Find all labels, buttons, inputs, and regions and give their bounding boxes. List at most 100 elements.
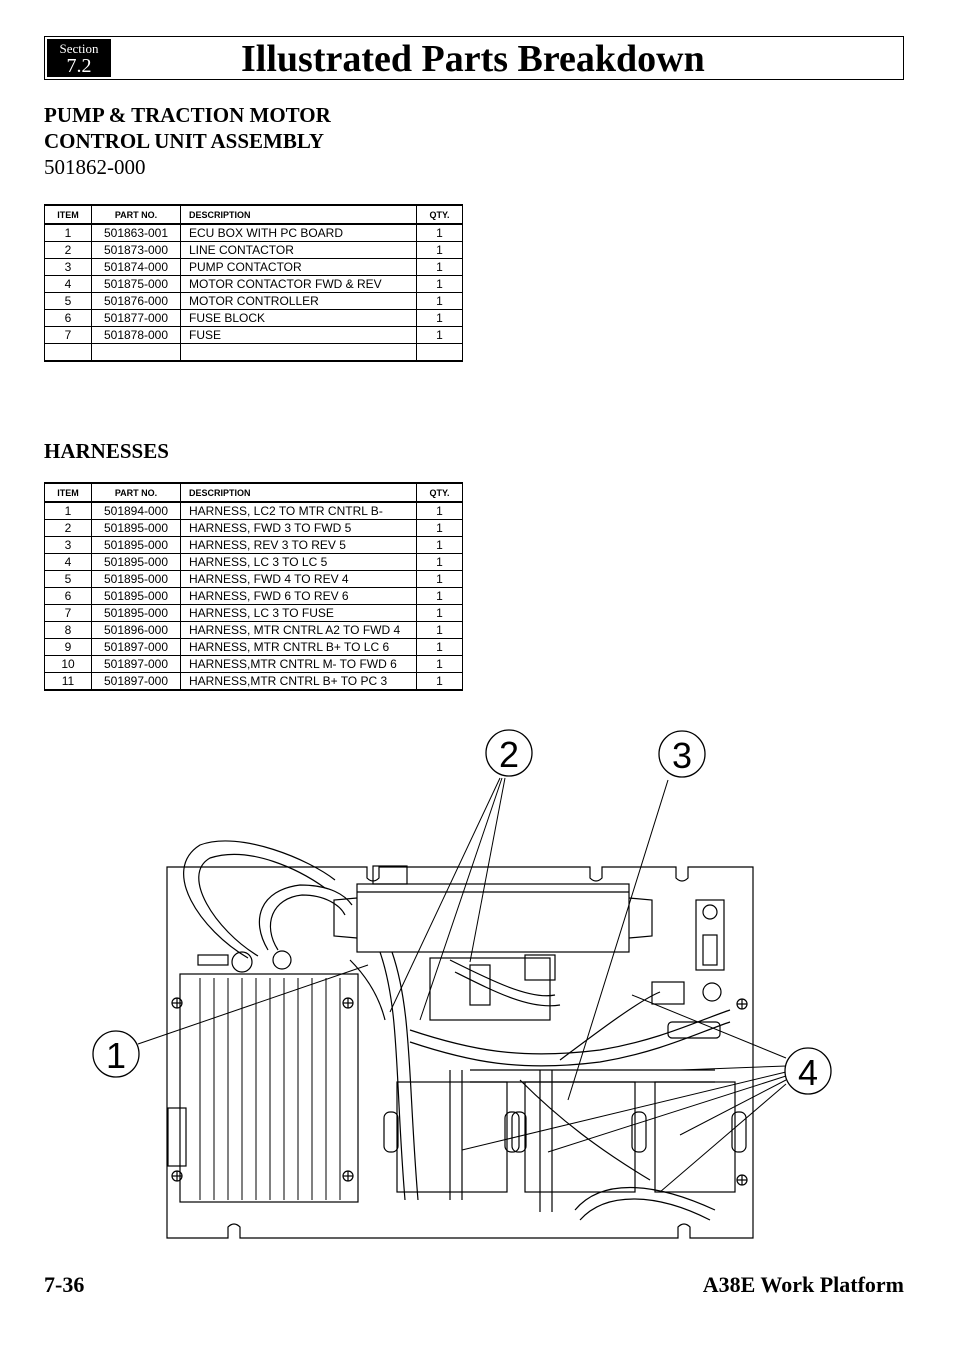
controller-tab <box>167 1107 187 1167</box>
row-part-no: 501896-000 <box>91 621 181 639</box>
row-item: 7 <box>44 326 92 344</box>
row-description: HARNESS, REV 3 TO REV 5 <box>180 536 417 554</box>
row-part-no: 501897-000 <box>91 672 181 691</box>
row-item: 2 <box>44 241 92 259</box>
row-qty: 1 <box>416 224 463 242</box>
row-part-no: 501877-000 <box>91 309 181 327</box>
assembly-part-number: 501862-000 <box>44 155 146 179</box>
fuse-block <box>695 899 725 971</box>
callout-1-label: 1 <box>106 1035 126 1076</box>
empty-cell <box>180 343 417 362</box>
col-item: ITEM <box>44 482 92 503</box>
row-description: MOTOR CONTROLLER <box>180 292 417 310</box>
row-qty: 1 <box>416 604 463 622</box>
row-qty: 1 <box>416 587 463 605</box>
row-item: 3 <box>44 258 92 276</box>
col-item: ITEM <box>44 204 92 225</box>
page-number: 7-36 <box>44 1272 85 1297</box>
row-qty: 1 <box>416 275 463 293</box>
row-qty: 1 <box>416 655 463 673</box>
table-header-row: ITEM PART NO. DESCRIPTION QTY. <box>44 482 463 503</box>
row-qty: 1 <box>416 536 463 554</box>
row-item: 1 <box>44 502 92 520</box>
row-description: LINE CONTACTOR <box>180 241 417 259</box>
row-description: FUSE <box>180 326 417 344</box>
row-description: HARNESS, FWD 3 TO FWD 5 <box>180 519 417 537</box>
assembly-heading: PUMP & TRACTION MOTOR CONTROL UNIT ASSEM… <box>44 102 331 154</box>
col-description: DESCRIPTION <box>180 482 417 503</box>
col-description: DESCRIPTION <box>180 204 417 225</box>
page-header: Section 7.2 Illustrated Parts Breakdown <box>44 36 904 80</box>
row-qty: 1 <box>416 638 463 656</box>
row-part-no: 501874-000 <box>91 258 181 276</box>
row-part-no: 501895-000 <box>91 553 181 571</box>
row-part-no: 501876-000 <box>91 292 181 310</box>
row-part-no: 501897-000 <box>91 655 181 673</box>
callout-4-label: 4 <box>798 1052 818 1093</box>
page-title: Illustrated Parts Breakdown <box>241 38 705 80</box>
row-description: HARNESS, FWD 6 TO REV 6 <box>180 587 417 605</box>
row-item: 7 <box>44 604 92 622</box>
section-label: Section <box>59 41 99 56</box>
row-description: HARNESS,MTR CNTRL B+ TO PC 3 <box>180 672 417 691</box>
product-name: A38E Work Platform <box>702 1272 904 1297</box>
section-badge: Section 7.2 <box>47 39 111 77</box>
row-description: HARNESS, LC 3 TO LC 5 <box>180 553 417 571</box>
col-part-no: PART NO. <box>91 204 181 225</box>
row-item: 3 <box>44 536 92 554</box>
row-description: HARNESS, LC2 TO MTR CNTRL B- <box>180 502 417 520</box>
empty-cell <box>91 343 181 362</box>
row-part-no: 501895-000 <box>91 536 181 554</box>
row-part-no: 501897-000 <box>91 638 181 656</box>
section-number: 7.2 <box>66 55 92 77</box>
row-part-no: 501894-000 <box>91 502 181 520</box>
row-description: MOTOR CONTACTOR FWD & REV <box>180 275 417 293</box>
row-part-no: 501895-000 <box>91 587 181 605</box>
row-item: 5 <box>44 570 92 588</box>
col-part-no: PART NO. <box>91 482 181 503</box>
empty-cell <box>44 343 92 362</box>
row-item: 4 <box>44 553 92 571</box>
row-item: 8 <box>44 621 92 639</box>
row-qty: 1 <box>416 326 463 344</box>
heatsink-fins <box>199 978 341 1200</box>
row-part-no: 501895-000 <box>91 604 181 622</box>
row-item: 4 <box>44 275 92 293</box>
row-description: HARNESS, FWD 4 TO REV 4 <box>180 570 417 588</box>
base-plate <box>166 866 754 1239</box>
col-qty: QTY. <box>416 204 463 225</box>
callout-2-label: 2 <box>499 734 519 775</box>
control-unit-diagram: 1 2 3 4 <box>92 729 832 1239</box>
empty-cell <box>416 343 463 362</box>
row-qty: 1 <box>416 553 463 571</box>
row-part-no: 501875-000 <box>91 275 181 293</box>
row-item: 5 <box>44 292 92 310</box>
row-qty: 1 <box>416 502 463 520</box>
row-item: 6 <box>44 587 92 605</box>
heatsink <box>179 973 359 1203</box>
row-part-no: 501895-000 <box>91 570 181 588</box>
row-part-no: 501873-000 <box>91 241 181 259</box>
harness-cable <box>183 840 336 959</box>
assembly-heading-line2: CONTROL UNIT ASSEMBLY <box>44 129 325 153</box>
mount-screws <box>171 997 748 1186</box>
callout-3: 3 <box>658 730 706 778</box>
col-qty: QTY. <box>416 482 463 503</box>
row-qty: 1 <box>416 241 463 259</box>
row-description: HARNESS,MTR CNTRL M- TO FWD 6 <box>180 655 417 673</box>
